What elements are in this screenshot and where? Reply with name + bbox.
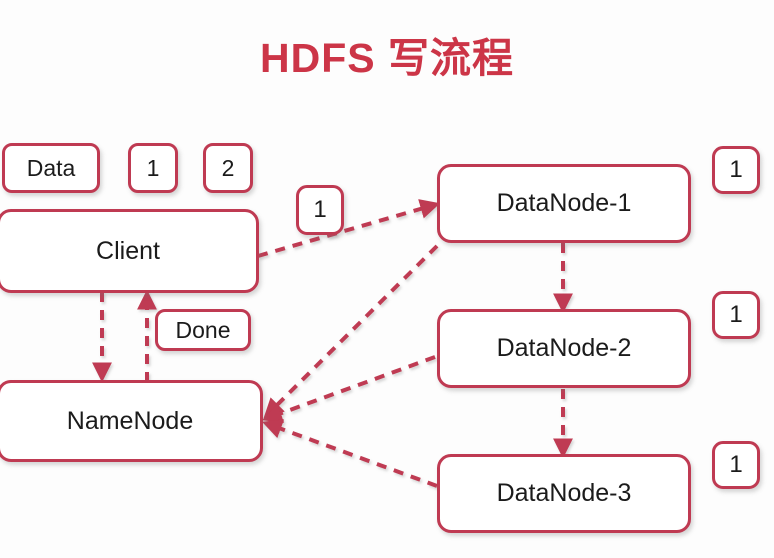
page-title: HDFS 写流程 <box>260 35 514 81</box>
node-step-one[interactable]: 1 <box>296 185 344 235</box>
edge-datanode1-ack-namenode <box>263 244 439 419</box>
node-step-one-label: 1 <box>313 196 327 223</box>
node-replica-3-label: 1 <box>729 451 743 478</box>
edge-datanode3-ack-namenode <box>261 419 438 488</box>
edge-client-to-datanode1 <box>257 199 441 258</box>
node-client[interactable]: Client <box>0 209 259 293</box>
node-datanode-3-label: DataNode-3 <box>496 479 632 507</box>
node-data-tag-label: Data <box>26 154 76 181</box>
node-namenode[interactable]: NameNode <box>0 380 263 462</box>
node-replica-2-label: 1 <box>729 301 743 328</box>
node-replica-1-label: 1 <box>729 156 743 183</box>
node-done[interactable]: Done <box>155 309 251 351</box>
node-tag-two-label: 2 <box>221 154 235 181</box>
node-namenode-label: NameNode <box>66 406 194 435</box>
node-datanode-1-label: DataNode-1 <box>496 189 632 217</box>
node-replica-1[interactable]: 1 <box>712 146 760 194</box>
node-datanode-3[interactable]: DataNode-3 <box>437 454 691 533</box>
node-tag-one-label: 1 <box>146 154 160 181</box>
node-done-label: Done <box>175 316 231 343</box>
node-datanode-1[interactable]: DataNode-1 <box>437 164 691 243</box>
edge-datanode2-ack-namenode <box>261 355 436 423</box>
node-replica-2[interactable]: 1 <box>712 291 760 339</box>
node-datanode-2-label: DataNode-2 <box>496 334 632 362</box>
node-client-label: Client <box>96 236 160 265</box>
node-tag-two[interactable]: 2 <box>203 143 253 193</box>
node-datanode-2[interactable]: DataNode-2 <box>437 309 691 388</box>
node-data-tag[interactable]: Data <box>2 143 100 193</box>
node-replica-3[interactable]: 1 <box>712 441 760 489</box>
node-tag-one[interactable]: 1 <box>128 143 178 193</box>
